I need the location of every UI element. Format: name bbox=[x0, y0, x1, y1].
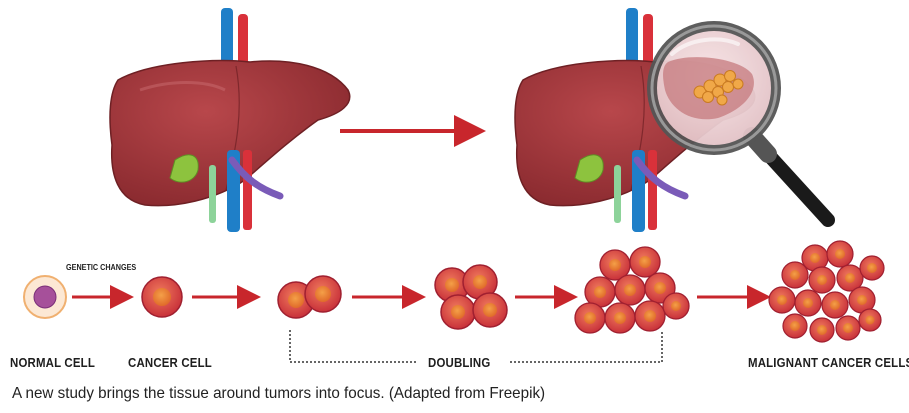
cancer-cell bbox=[142, 277, 182, 317]
figure-caption: A new study brings the tissue around tum… bbox=[12, 385, 545, 403]
healthy-liver-illustration bbox=[110, 8, 350, 232]
genetic-changes-label: GENETIC CHANGES bbox=[66, 262, 136, 272]
bile-duct bbox=[209, 165, 216, 223]
cancer-cell-label: CANCER CELL bbox=[128, 355, 212, 370]
four-cells bbox=[435, 265, 507, 329]
two-cells bbox=[278, 276, 341, 318]
normal-cell bbox=[24, 276, 66, 318]
artery-bottom-2 bbox=[648, 150, 657, 230]
malignant-cell-cluster bbox=[769, 241, 884, 342]
eight-cells bbox=[575, 247, 689, 333]
doubling-label: DOUBLING bbox=[428, 355, 490, 370]
malignant-cancer-cells-label: MALIGNANT CANCER CELLS bbox=[748, 355, 909, 370]
normal-cell-label: NORMAL CELL bbox=[10, 355, 95, 370]
artery-bottom bbox=[243, 150, 252, 230]
bile-duct-2 bbox=[614, 165, 621, 223]
